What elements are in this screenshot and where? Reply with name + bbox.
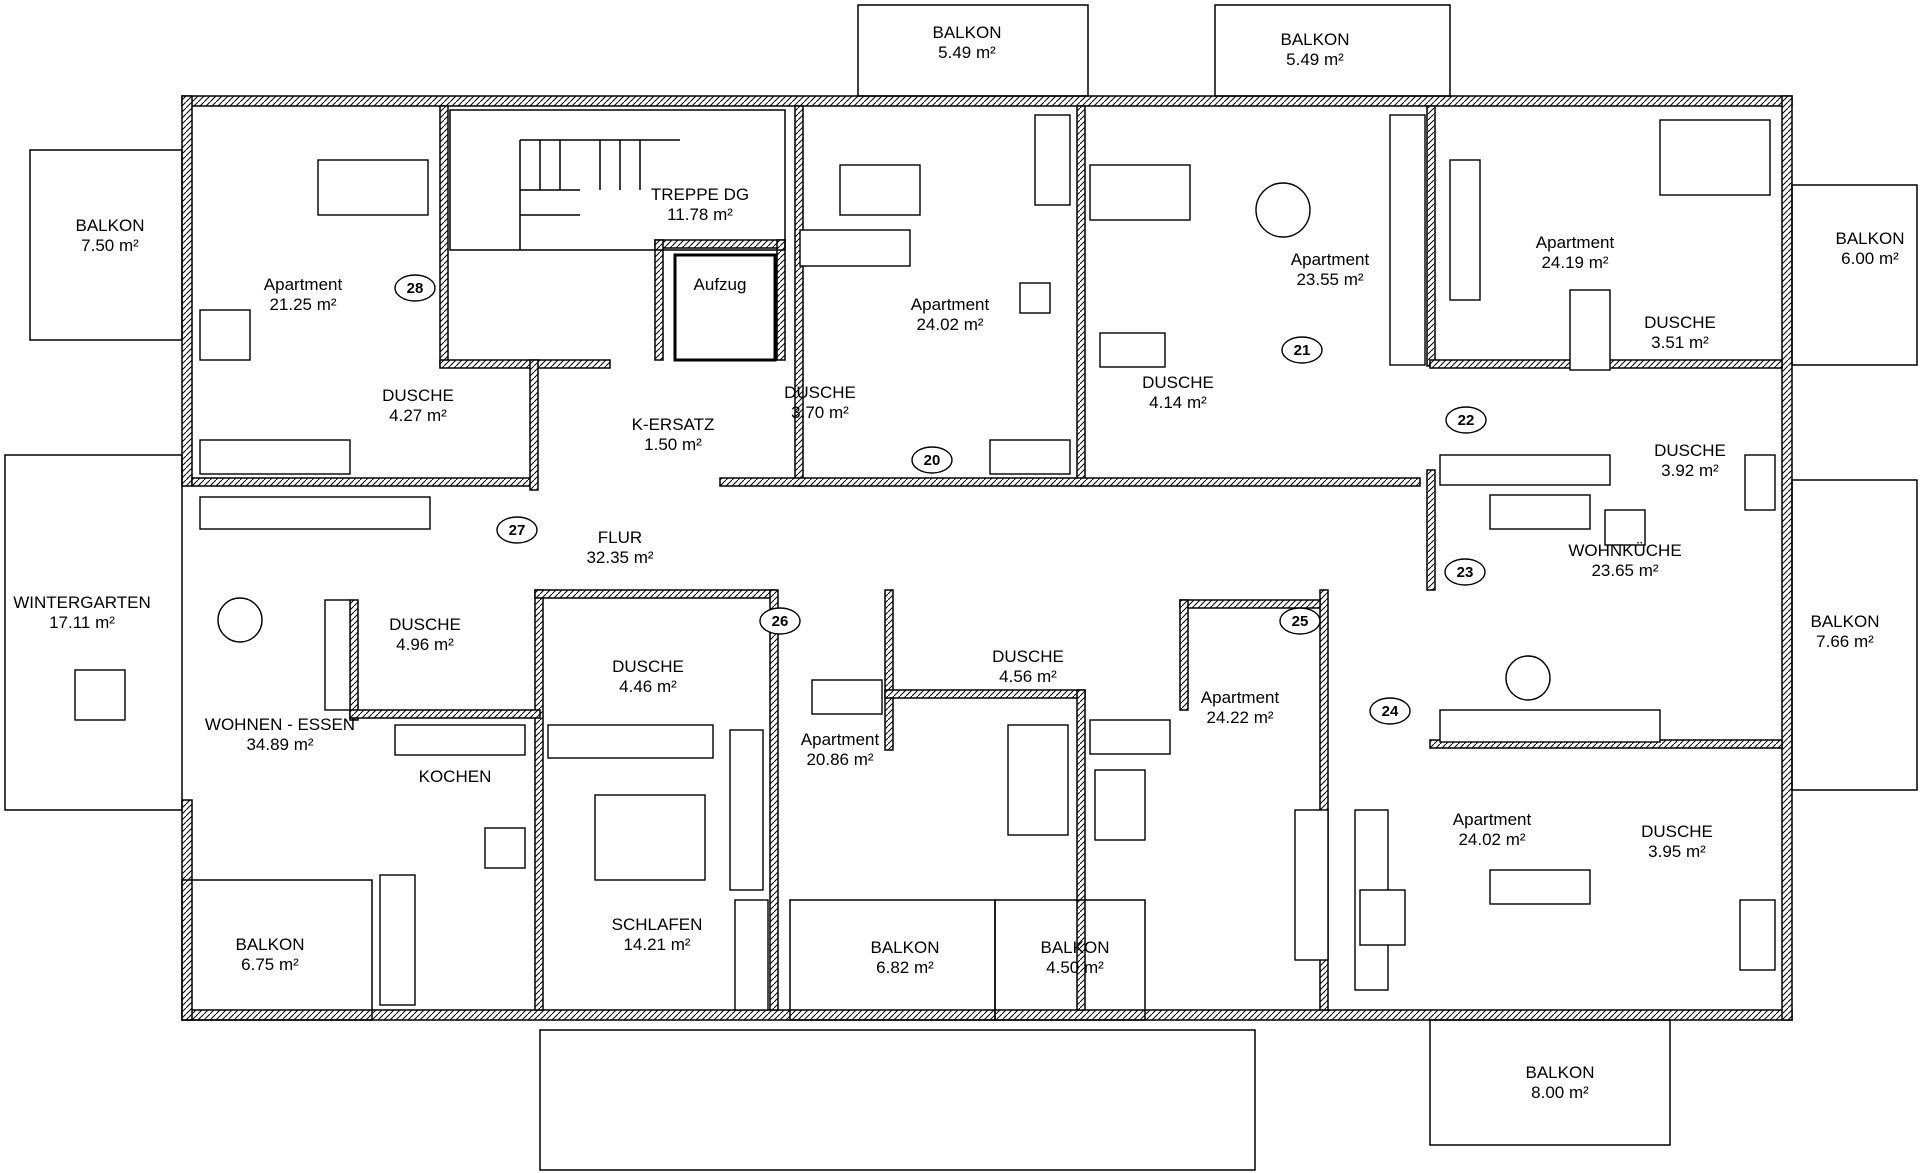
balconies xyxy=(4,4,1918,1171)
interior-walls xyxy=(191,105,1783,1011)
room-area: 7.50 m² xyxy=(81,236,139,255)
room-name: Apartment xyxy=(1453,810,1532,829)
room-area: 3.95 m² xyxy=(1648,842,1706,861)
room-area: 21.25 m² xyxy=(269,295,336,314)
room-area: 17.11 m² xyxy=(49,613,115,632)
room-area: 6.75 m² xyxy=(241,955,299,974)
room-number-markers: 28 20 21 22 23 27 26 25 24 xyxy=(394,274,1487,725)
room-name: DUSCHE xyxy=(1654,441,1726,460)
room-name: BALKON xyxy=(871,938,940,957)
room-name: WINTERGARTEN xyxy=(13,593,151,612)
room-name: Apartment xyxy=(264,275,343,294)
room-name: DUSCHE xyxy=(382,386,454,405)
room-name: Apartment xyxy=(801,730,880,749)
room-area: 6.82 m² xyxy=(876,958,934,977)
room-area: 4.27 m² xyxy=(389,406,447,425)
room-name: BALKON xyxy=(76,216,145,235)
room-name: Apartment xyxy=(1536,233,1615,252)
room-name: TREPPE DG xyxy=(651,185,749,204)
room-name: WOHNKÜCHE xyxy=(1568,541,1681,560)
room-area: 8.00 m² xyxy=(1531,1083,1589,1102)
furniture xyxy=(74,119,1776,946)
room-area: 6.00 m² xyxy=(1841,249,1899,268)
room-name: DUSCHE xyxy=(612,657,684,676)
room-area: 3.51 m² xyxy=(1651,333,1709,352)
room-name: DUSCHE xyxy=(1641,822,1713,841)
room-area: 14.21 m² xyxy=(623,935,690,954)
room-name: BALKON xyxy=(1811,612,1880,631)
room-name: BALKON xyxy=(1281,30,1350,49)
room-area: 24.02 m² xyxy=(1458,830,1525,849)
room-name: DUSCHE xyxy=(1142,373,1214,392)
room-area: 5.49 m² xyxy=(1286,50,1344,69)
elevator-shaft xyxy=(673,253,777,362)
room-name: WOHNEN - ESSEN xyxy=(205,715,355,734)
room-area: 32.35 m² xyxy=(586,548,653,567)
room-area: 24.02 m² xyxy=(916,315,983,334)
room-area: 4.14 m² xyxy=(1149,393,1207,412)
room-name: DUSCHE xyxy=(389,615,461,634)
room-name: BALKON xyxy=(1041,938,1110,957)
room-name: K-ERSATZ xyxy=(632,415,715,434)
room-number: 24 xyxy=(1382,703,1399,720)
room-name: KOCHEN xyxy=(419,767,492,786)
room-area: 4.56 m² xyxy=(999,667,1057,686)
room-area: 3.92 m² xyxy=(1661,461,1719,480)
room-number: 23 xyxy=(1457,564,1474,581)
room-name: BALKON xyxy=(933,23,1002,42)
room-area: 11.78 m² xyxy=(667,205,733,224)
room-area: 7.66 m² xyxy=(1816,632,1874,651)
room-area: 23.55 m² xyxy=(1296,270,1363,289)
room-area: 23.65 m² xyxy=(1591,561,1658,580)
room-number: 22 xyxy=(1458,412,1475,429)
room-area: 4.96 m² xyxy=(396,635,454,654)
room-name: FLUR xyxy=(598,528,642,547)
room-name: SCHLAFEN xyxy=(612,915,703,934)
room-name: DUSCHE xyxy=(992,647,1064,666)
room-area: 4.50 m² xyxy=(1046,958,1104,977)
room-number: 25 xyxy=(1292,613,1309,630)
room-name: DUSCHE xyxy=(784,383,856,402)
room-number: 28 xyxy=(407,280,424,297)
room-name: Apartment xyxy=(1291,250,1370,269)
room-number: 26 xyxy=(772,613,789,630)
room-name: Apartment xyxy=(911,295,990,314)
room-name: DUSCHE xyxy=(1644,313,1716,332)
room-name: BALKON xyxy=(236,935,305,954)
room-name: Aufzug xyxy=(694,275,747,294)
room-number: 21 xyxy=(1294,342,1311,359)
room-number: 20 xyxy=(924,452,941,469)
room-name: BALKON xyxy=(1836,229,1905,248)
room-area: 5.49 m² xyxy=(938,43,996,62)
room-name: BALKON xyxy=(1526,1063,1595,1082)
staircase xyxy=(449,109,786,251)
room-area: 3.70 m² xyxy=(791,403,849,422)
room-labels: BALKON 7.50 m² Apartment 21.25 m² TREPPE… xyxy=(13,23,1904,1102)
room-name: Apartment xyxy=(1201,688,1280,707)
room-area: 24.19 m² xyxy=(1541,253,1608,272)
storage-units xyxy=(199,114,1661,1011)
room-area: 20.86 m² xyxy=(806,750,873,769)
room-area: 34.89 m² xyxy=(246,735,313,754)
room-area: 24.22 m² xyxy=(1206,708,1273,727)
room-number: 27 xyxy=(509,522,526,539)
room-area: 1.50 m² xyxy=(644,435,702,454)
kitchen-counters xyxy=(199,289,1776,971)
room-area: 4.46 m² xyxy=(619,677,677,696)
